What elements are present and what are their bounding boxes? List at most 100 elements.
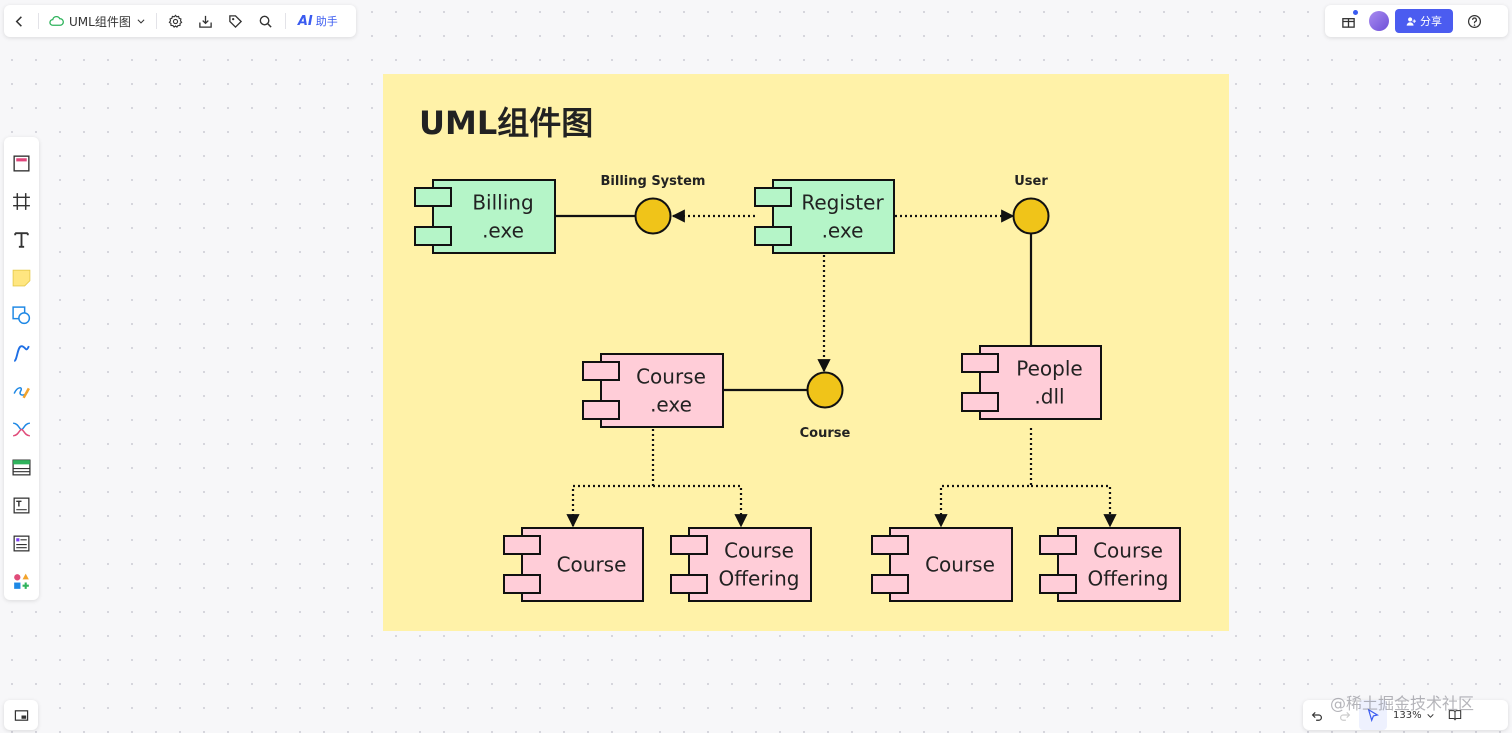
template-icon: [13, 155, 30, 172]
people-to-course-dependency: [934, 428, 1033, 528]
minimap-icon: [14, 709, 28, 721]
course-exe-component-label: .exe: [650, 393, 692, 417]
share-button[interactable]: 分享: [1395, 9, 1453, 33]
ai-assistant-button[interactable]: AI 助手: [290, 5, 346, 37]
tool-text[interactable]: [4, 221, 39, 259]
settings-button[interactable]: [161, 5, 191, 37]
course-exe-to-offering-dependency: [653, 484, 748, 528]
book-mode-button[interactable]: [1441, 700, 1469, 730]
tag-button[interactable]: [221, 5, 251, 37]
tool-mind-map[interactable]: [4, 410, 39, 448]
course-component-2-body: [889, 527, 1013, 602]
gift-icon: [1341, 17, 1355, 28]
back-button[interactable]: [4, 5, 34, 37]
undo-button[interactable]: [1303, 700, 1331, 730]
list-icon: [13, 535, 30, 552]
course-offering-component-2-label: Course: [1093, 539, 1163, 563]
connector-curve-icon: [13, 345, 30, 362]
billing-component-body: [432, 179, 556, 254]
chevron-down-icon: [137, 19, 145, 24]
people-component-port-top: [961, 353, 999, 373]
search-icon: [259, 15, 272, 28]
course-offering-component-2-body: [1057, 527, 1181, 602]
gear-icon: [168, 14, 183, 28]
text-card-icon: [13, 497, 30, 514]
gift-button[interactable]: [1333, 5, 1363, 37]
diagram-title: UML组件图: [419, 104, 594, 142]
course-offering-component-1-port-bottom: [670, 574, 708, 594]
left-toolbar: [4, 137, 39, 600]
top-toolbar: UML组件图 AI 助手: [4, 5, 356, 37]
undo-icon: [1311, 711, 1322, 721]
tool-frame[interactable]: [4, 183, 39, 221]
top-right-toolbar: 分享: [1325, 5, 1508, 37]
tool-template[interactable]: [4, 145, 39, 183]
tool-pen[interactable]: [4, 373, 39, 411]
course-offering-component-1-port-top: [670, 535, 708, 555]
billing-system-interface-label: Billing System: [601, 174, 706, 189]
register-component-label: Register: [801, 191, 884, 215]
text-icon: [14, 232, 29, 249]
course-component-2-port-top: [871, 535, 909, 555]
tag-icon: [229, 14, 243, 28]
course-offering-component-1-label: Offering: [719, 567, 800, 591]
tool-list[interactable]: [4, 524, 39, 562]
course-component-1-port-top: [503, 535, 541, 555]
pen-icon: [13, 387, 30, 399]
course-component-1-port-bottom: [503, 574, 541, 594]
cloud-sync-icon: [49, 15, 64, 26]
help-icon: [1467, 14, 1481, 28]
course-offering-component-2-label: Offering: [1088, 567, 1169, 591]
tool-sticky-note[interactable]: [4, 259, 39, 297]
tool-table[interactable]: [4, 448, 39, 486]
people-component-label: People: [1016, 357, 1082, 381]
ai-assistant-label: 助手: [315, 15, 338, 28]
cursor-icon: [1367, 708, 1380, 722]
people-to-offering-dependency: [1031, 484, 1117, 528]
course-offering-component-2-port-top: [1039, 535, 1077, 555]
course-exe-component-port-bottom: [582, 400, 620, 420]
sticky-note-icon: [12, 269, 31, 287]
register-component-body: [772, 179, 895, 254]
document-title: UML组件图: [69, 14, 131, 29]
notification-dot: [1353, 10, 1358, 15]
course-offering-component-1-label: Course: [724, 539, 794, 563]
course-interface: [806, 371, 844, 409]
uml-component-diagram: Billing.exeRegister.exeCourse.exePeople.…: [414, 174, 1181, 602]
billing-component-label: Billing: [472, 191, 533, 215]
redo-icon: [1340, 711, 1351, 721]
user-interface: [1012, 197, 1050, 235]
shapes-grid-icon: [14, 573, 29, 589]
billing-component-port-bottom: [414, 226, 452, 246]
download-icon: [199, 15, 213, 28]
minimap-button[interactable]: [4, 700, 38, 730]
chevron-down-icon: [1426, 713, 1434, 718]
redo-button[interactable]: [1331, 700, 1359, 730]
zoom-dropdown[interactable]: 133%: [1387, 700, 1441, 730]
toolbar-divider: [284, 13, 286, 29]
avatar[interactable]: [1369, 11, 1389, 31]
course-component-1-label: Course: [557, 553, 627, 577]
search-button[interactable]: [251, 5, 281, 37]
register-component-label: .exe: [822, 219, 864, 243]
people-component-label: .dll: [1034, 385, 1064, 409]
tool-text-card[interactable]: [4, 486, 39, 524]
select-tool-button[interactable]: [1359, 700, 1387, 730]
ai-icon: AI: [297, 13, 313, 29]
help-button[interactable]: [1459, 5, 1489, 37]
book-icon: [1448, 710, 1461, 721]
table-icon: [12, 459, 31, 476]
course-component-1-body: [521, 527, 644, 602]
document-title-menu[interactable]: UML组件图: [43, 5, 152, 37]
tool-connector[interactable]: [4, 335, 39, 373]
course-exe-to-course-dependency: [566, 429, 655, 528]
tool-shape[interactable]: [4, 297, 39, 335]
course-interface-label: Course: [800, 426, 851, 441]
course-component-2-port-bottom: [871, 574, 909, 594]
people-component-body: [979, 345, 1102, 420]
tool-more-shapes[interactable]: [4, 562, 39, 600]
share-label: 分享: [1420, 15, 1442, 28]
download-button[interactable]: [191, 5, 221, 37]
billing-system-interface: [634, 197, 672, 235]
